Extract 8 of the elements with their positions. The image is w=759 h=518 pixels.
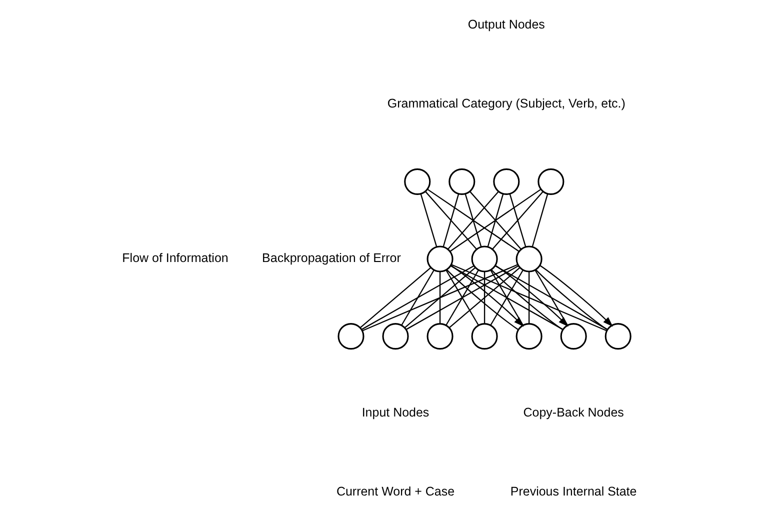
label: Grammatical Category (Subject, Verb, etc.) (387, 96, 626, 110)
label: Flow of Information (122, 250, 228, 265)
label: Backpropagation of Error (262, 250, 401, 265)
label: Current Word + Case (336, 484, 455, 498)
label: Copy-Back Nodes (523, 406, 624, 420)
label: Previous Internal State (510, 484, 637, 498)
label: Input Nodes (362, 406, 430, 420)
label: Output Nodes (468, 17, 545, 32)
